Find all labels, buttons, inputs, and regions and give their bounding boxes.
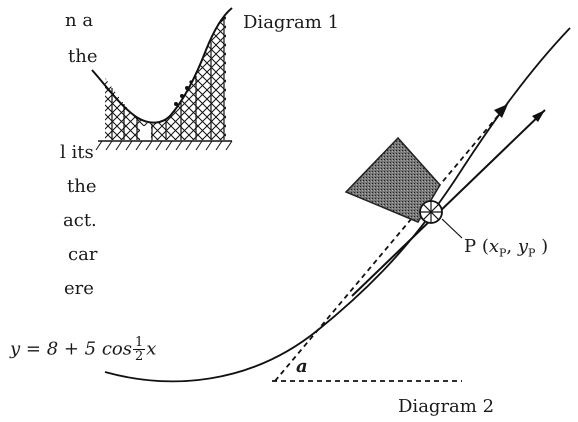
wheel-icon (419, 200, 443, 224)
tangent-line (351, 109, 546, 297)
point-leader-line (441, 218, 463, 239)
text-fragment-1: n a (65, 10, 94, 31)
equation-var: x (146, 338, 157, 360)
equation-lhs: y = 8 + 5 cos (10, 338, 133, 360)
text-fragment-7: ere (64, 278, 94, 299)
diagram-1-label: Diagram 1 (243, 12, 340, 33)
text-fragment-5: act. (63, 210, 97, 231)
diagram-2-curve (104, 27, 571, 383)
text-fragment-2: the (68, 46, 98, 67)
coaster-car (344, 136, 441, 223)
diagram-1-track (91, 7, 233, 124)
point-p-label: P (xP, yP ) (464, 236, 549, 260)
diagram-1-car (174, 80, 193, 106)
text-fragment-6: car (68, 244, 98, 265)
diagram-2 (104, 27, 571, 383)
text-fragment-3: l its (60, 142, 94, 163)
text-fragment-4: the (67, 176, 97, 197)
angle-label: a (296, 356, 308, 377)
dashed-direction-line (274, 110, 503, 382)
diagram-2-label: Diagram 2 (398, 396, 495, 417)
diagram-1-roller-coaster (91, 7, 233, 151)
dashed-arrow-icon (494, 104, 508, 118)
tangent-arrow-icon (532, 110, 545, 122)
